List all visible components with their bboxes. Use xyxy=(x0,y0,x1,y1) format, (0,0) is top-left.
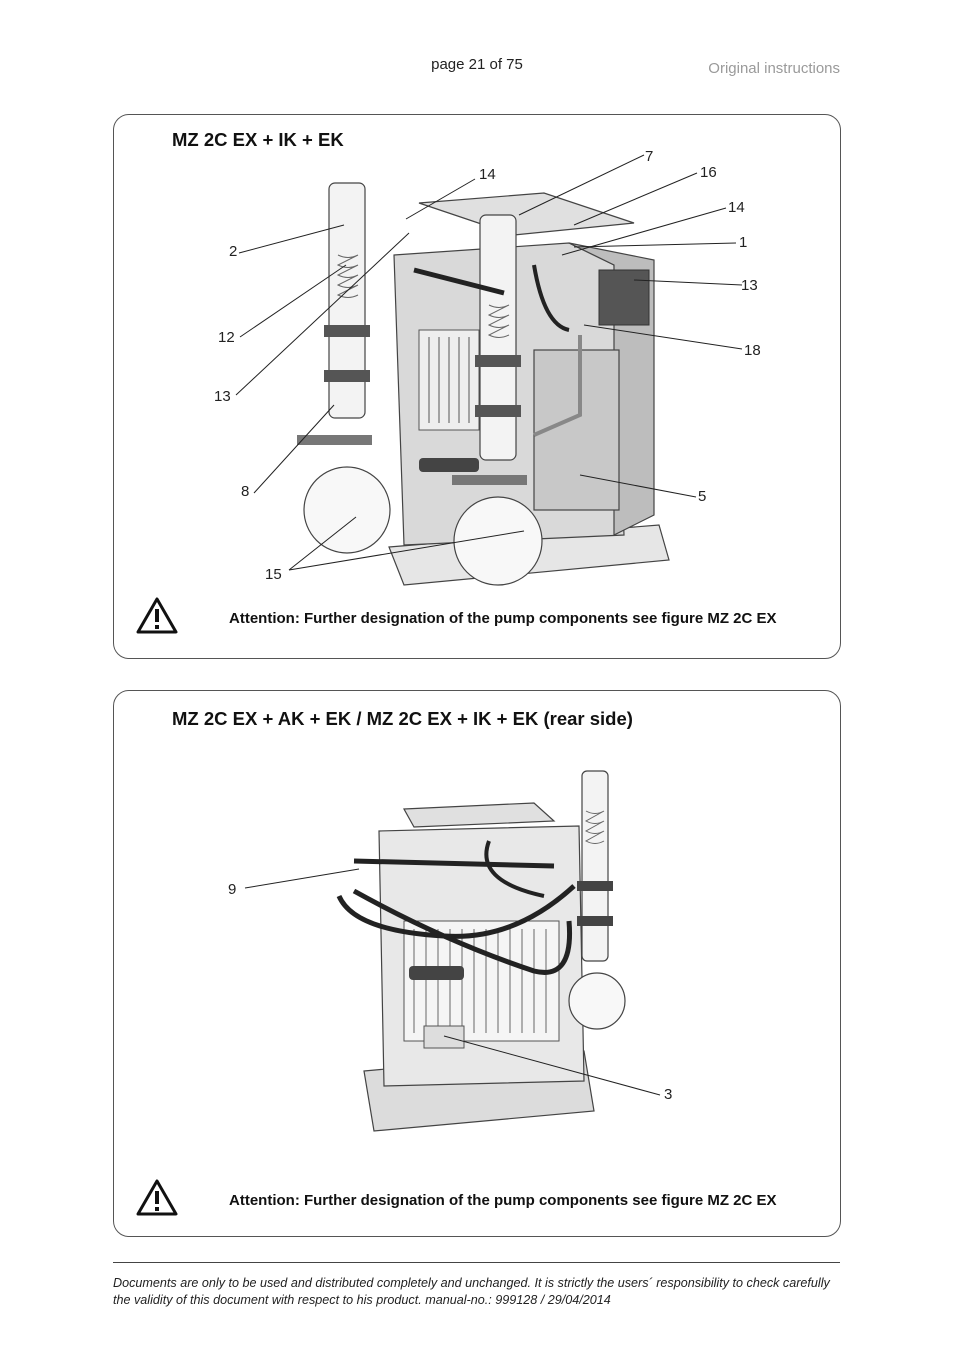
attention-text-front: Attention: Further designation of the pu… xyxy=(229,610,777,627)
figure-box-front: MZ 2C EX + IK + EK xyxy=(113,114,841,659)
pump-illustration-rear: 9 3 xyxy=(228,770,672,1132)
attention-note-rear: Attention: Further designation of the pu… xyxy=(114,1177,840,1225)
warning-triangle-icon xyxy=(136,597,178,634)
figure-title-front: MZ 2C EX + IK + EK xyxy=(172,129,344,150)
label-7: 7 xyxy=(645,148,653,165)
label-18: 18 xyxy=(744,342,761,359)
attention-text-rear: Attention: Further designation of the pu… xyxy=(229,1192,777,1209)
document-type: Original instructions xyxy=(708,60,840,77)
label-1: 1 xyxy=(739,234,747,251)
figure-box-rear: MZ 2C EX + AK + EK / MZ 2C EX + IK + EK … xyxy=(113,690,841,1237)
pump-illustration-front: 14 7 16 14 2 1 13 12 18 13 8 5 15 xyxy=(214,148,761,586)
label-13-right: 13 xyxy=(741,277,758,294)
label-13-left: 13 xyxy=(214,388,231,405)
label-15: 15 xyxy=(265,566,282,583)
figure-title-rear: MZ 2C EX + AK + EK / MZ 2C EX + IK + EK … xyxy=(172,708,633,729)
label-2: 2 xyxy=(229,243,237,260)
warning-triangle-icon xyxy=(136,1179,178,1216)
label-14-right: 14 xyxy=(728,199,745,216)
footer-disclaimer: Documents are only to be used and distri… xyxy=(113,1275,853,1309)
footer-divider xyxy=(113,1262,840,1263)
footer-line-2: the validity of this document with respe… xyxy=(113,1293,611,1307)
attention-note-front: Attention: Further designation of the pu… xyxy=(114,595,840,643)
label-8: 8 xyxy=(241,483,249,500)
label-5: 5 xyxy=(698,488,706,505)
label-16: 16 xyxy=(700,164,717,181)
footer-line-1: Documents are only to be used and distri… xyxy=(113,1276,830,1290)
label-14-top: 14 xyxy=(479,166,496,183)
label-3: 3 xyxy=(664,1086,672,1103)
label-9: 9 xyxy=(228,881,236,898)
page-number: page 21 of 75 xyxy=(431,56,523,73)
label-12: 12 xyxy=(218,329,235,346)
